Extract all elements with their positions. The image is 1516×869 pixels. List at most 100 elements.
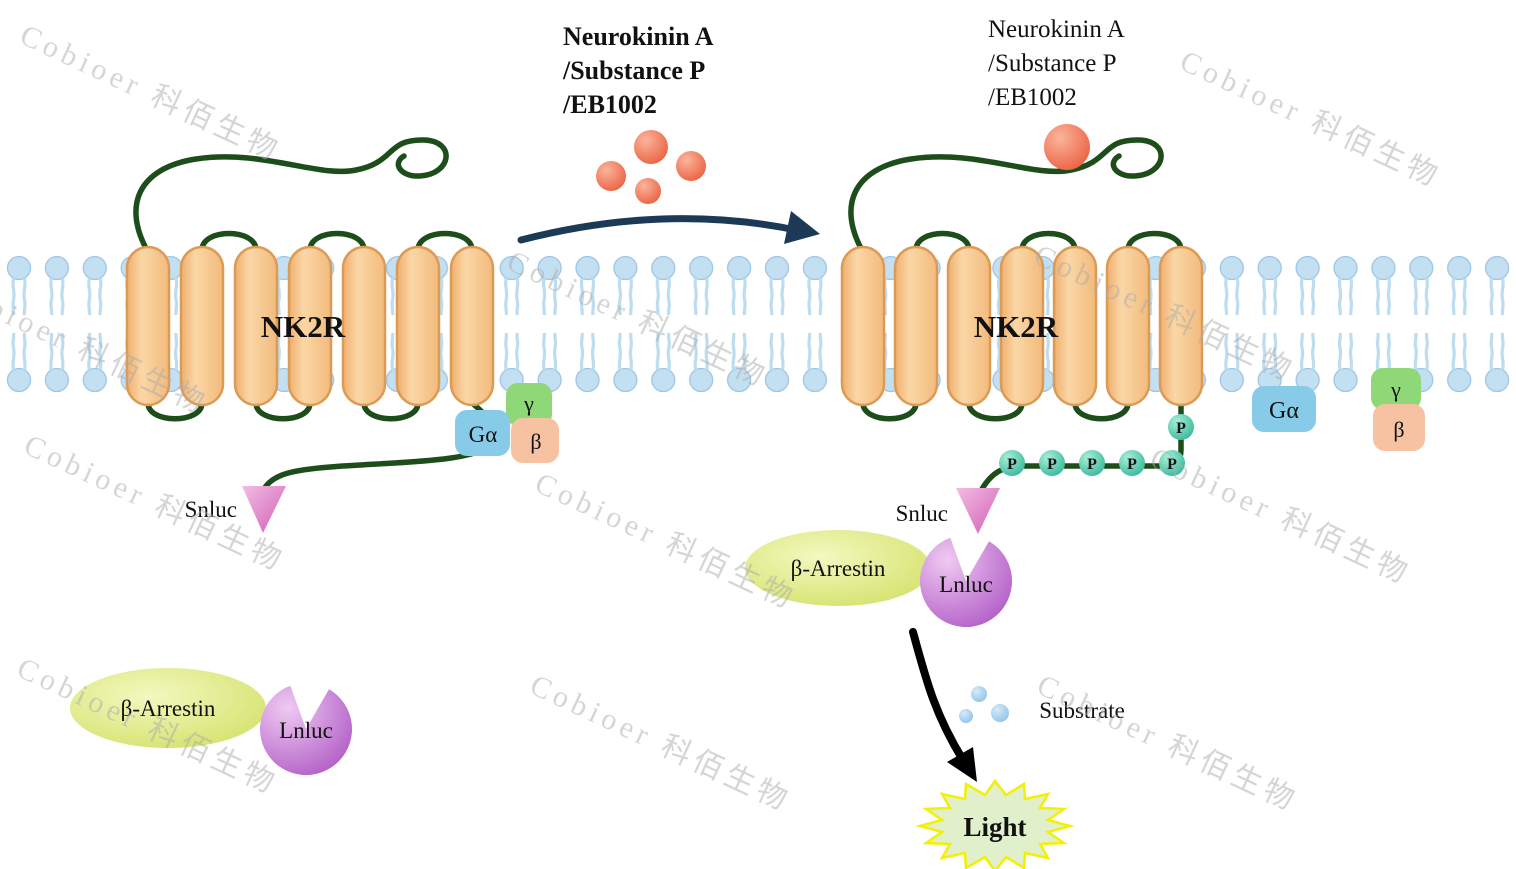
intracellular-loop — [966, 400, 1025, 422]
tm-helix — [233, 245, 279, 407]
substrate-molecule — [959, 709, 973, 723]
light-label: Light — [963, 812, 1026, 842]
g-beta-subunit — [511, 418, 559, 463]
substrate-molecule — [991, 704, 1009, 722]
bound-ligand-molecule — [1044, 124, 1090, 170]
intracellular-loop — [1072, 400, 1131, 422]
n-terminus-loop — [848, 137, 1164, 255]
snluc-tag-left: Snluc — [185, 486, 286, 533]
watermark-text: Cobioer 科佰生物 — [530, 466, 801, 616]
g-alpha-subunit — [455, 410, 510, 456]
receptor-label: NK2R — [261, 309, 346, 344]
stimulus-block: Neurokinin A /Substance P /EB1002 — [517, 22, 820, 244]
watermark-text: Cobioer 科佰生物 — [15, 18, 286, 168]
g-alpha-subunit — [1252, 386, 1316, 432]
g-beta-label: β — [1393, 417, 1404, 442]
stimulus-label-line2: /Substance P — [562, 56, 705, 85]
tm-helix — [893, 245, 939, 407]
phospho-site — [1039, 450, 1065, 476]
ligand-molecule — [635, 178, 661, 204]
tm-helix — [287, 245, 333, 407]
tm-helix — [125, 245, 171, 407]
lnluc-label: Lnluc — [279, 718, 333, 743]
tm-helix — [999, 245, 1045, 407]
phospho-site — [1119, 450, 1145, 476]
beta-arrestin-label: β-Arrestin — [121, 696, 216, 721]
tm-helix — [1158, 245, 1204, 407]
extracellular-loop — [307, 230, 367, 253]
phospho-label: P — [1007, 456, 1017, 473]
arrestin-complex-left: β-Arrestin Lnluc — [70, 668, 353, 776]
phospho-label: P — [1047, 456, 1057, 473]
g-alpha-label: Gα — [1269, 398, 1299, 424]
g-gamma-subunit — [506, 383, 552, 426]
watermark-text: Cobioer 科佰生物 — [525, 668, 796, 818]
beta-arrestin-body — [70, 668, 266, 748]
extracellular-loop — [1019, 230, 1078, 253]
intracellular-loop — [361, 400, 421, 422]
tm-helix — [1052, 245, 1098, 407]
watermark-text: Cobioer 科佰生物 — [1032, 668, 1303, 818]
ligand-label-right: Neurokinin A /Substance P /EB1002 — [988, 16, 1125, 111]
stimulus-label-line3: /EB1002 — [562, 90, 657, 119]
watermark-text: Cobioer 科佰生物 — [1145, 441, 1416, 591]
phospho-label: P — [1176, 420, 1186, 437]
beta-arrestin-label: β-Arrestin — [791, 556, 886, 581]
snluc-wedge — [956, 488, 1000, 534]
extracellular-loop — [415, 230, 475, 253]
g-gamma-label: γ — [523, 391, 534, 416]
n-terminus-loop — [133, 137, 449, 255]
receptor-inactive: NK2R — [125, 137, 497, 492]
phospho-site — [1168, 414, 1194, 440]
receptor-label: NK2R — [974, 309, 1059, 344]
g-beta-subunit — [1373, 404, 1425, 451]
ligand-label-line2: /Substance P — [988, 50, 1116, 77]
tm-helix — [179, 245, 225, 407]
tm-helix — [946, 245, 992, 407]
g-beta-label: β — [530, 429, 541, 454]
snluc-label: Snluc — [185, 497, 237, 522]
receptor-active: NK2R — [840, 124, 1204, 492]
g-gamma-subunit — [1371, 368, 1421, 410]
arrestin-complex-right: Snluc β-Arrestin Lnluc — [745, 488, 1013, 628]
g-protein-left: γ β Gα — [455, 383, 559, 463]
ligand-label-line3: /EB1002 — [988, 84, 1077, 111]
light-starburst — [915, 778, 1075, 869]
reaction-arrow — [909, 628, 967, 764]
ligand-molecule — [596, 161, 626, 191]
intracellular-loop — [860, 400, 919, 422]
tm-helix — [840, 245, 886, 407]
ligand-molecule — [634, 130, 668, 164]
g-protein-right: Gα γ β — [1252, 368, 1425, 451]
snluc-label: Snluc — [896, 501, 948, 526]
lnluc-label: Lnluc — [939, 572, 993, 597]
phospho-site — [999, 450, 1025, 476]
tm-helix — [341, 245, 387, 407]
lnluc-body — [260, 685, 353, 776]
phospho-label: P — [1127, 456, 1137, 473]
activation-arrow — [517, 215, 800, 244]
tm-helix — [449, 245, 495, 407]
phospho-site — [1079, 450, 1105, 476]
ligand-molecule — [676, 151, 706, 181]
ligand-label-line1: Neurokinin A — [988, 16, 1125, 43]
luminescence-reaction: Substrate Light — [909, 628, 1125, 869]
phospho-site — [1159, 450, 1185, 476]
extracellular-loop — [1125, 230, 1184, 253]
activation-arrowhead — [784, 211, 820, 244]
g-alpha-label: Gα — [469, 422, 498, 447]
phosphorylation-sites: P P P P P P — [999, 414, 1194, 476]
snluc-wedge — [242, 486, 286, 533]
extracellular-loop — [913, 230, 972, 253]
substrate-molecule — [971, 686, 987, 702]
intracellular-loop — [145, 400, 205, 422]
substrate-label: Substrate — [1039, 698, 1125, 723]
tm-helix — [395, 245, 441, 407]
phospho-label: P — [1087, 456, 1097, 473]
lnluc-body — [920, 537, 1013, 628]
stimulus-label-line1: Neurokinin A — [563, 22, 714, 51]
watermark-text: Cobioer 科佰生物 — [1175, 44, 1446, 194]
intracellular-loop — [253, 400, 313, 422]
